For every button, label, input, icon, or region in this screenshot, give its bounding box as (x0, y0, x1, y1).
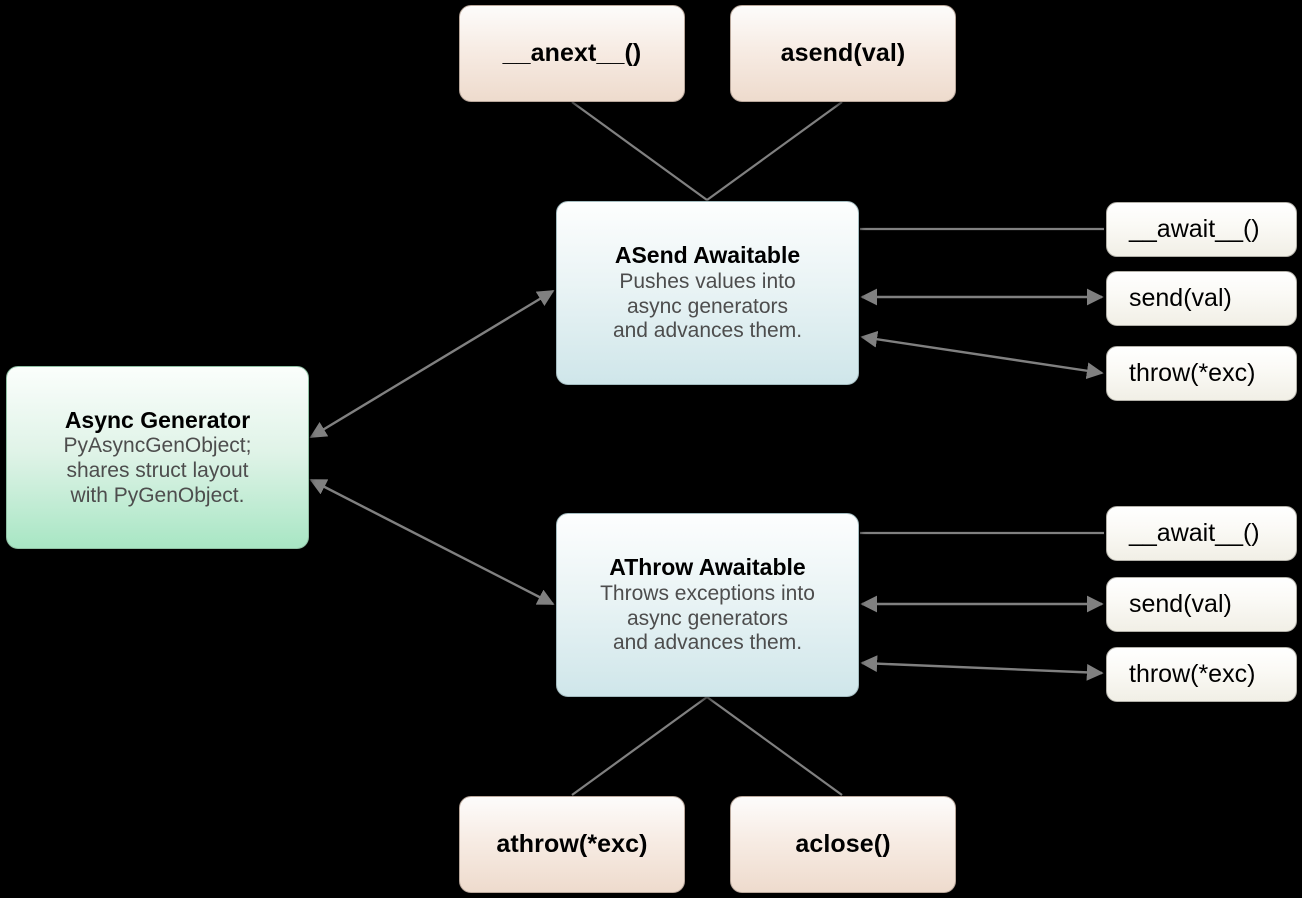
node-athrow-awaitable[interactable]: AThrow Awaitable Throws exceptions into … (556, 513, 859, 697)
node-description: Throws exceptions into async generators … (600, 581, 815, 655)
node-title: AThrow Awaitable (609, 554, 806, 581)
node-asend-slot-send[interactable]: send(val) (1106, 271, 1297, 326)
node-asend-slot-await[interactable]: __await__() (1106, 202, 1297, 257)
node-label: __await__() (1129, 519, 1260, 547)
node-label: send(val) (1129, 590, 1232, 618)
node-label: aclose() (795, 830, 891, 858)
node-asend-slot-throw[interactable]: throw(*exc) (1106, 346, 1297, 401)
edge-athrow-method-to-athrow (571, 696, 708, 796)
edge-anext-to-asend (571, 101, 708, 201)
node-asend-awaitable[interactable]: ASend Awaitable Pushes values into async… (556, 201, 859, 385)
node-label: send(val) (1129, 284, 1232, 312)
node-description: PyAsyncGenObject; shares struct layout w… (63, 434, 252, 507)
node-anext-method[interactable]: __anext__() (459, 5, 685, 102)
edge-athrow-throw (860, 655, 1104, 681)
edge-root-to-athrow (309, 478, 555, 606)
node-athrow-slot-throw[interactable]: throw(*exc) (1106, 647, 1297, 702)
edge-asend-method-to-asend (706, 101, 843, 201)
edge-asend-throw (860, 330, 1104, 380)
node-title: Async Generator (64, 406, 251, 433)
node-athrow-method[interactable]: athrow(*exc) (459, 796, 685, 893)
node-label: throw(*exc) (1129, 359, 1256, 387)
node-label: athrow(*exc) (496, 830, 648, 858)
node-label: asend(val) (780, 39, 906, 67)
node-title: ASend Awaitable (614, 242, 801, 269)
edge-aclose-to-athrow (706, 696, 843, 796)
node-aclose-method[interactable]: aclose() (730, 796, 956, 893)
node-async-generator[interactable]: Async Generator PyAsyncGenObject; shares… (6, 366, 309, 549)
edge-root-to-asend (309, 289, 555, 439)
node-athrow-slot-send[interactable]: send(val) (1106, 577, 1297, 632)
node-description: Pushes values into async generators and … (612, 269, 803, 343)
node-label: throw(*exc) (1129, 660, 1256, 688)
node-label: __await__() (1129, 215, 1260, 243)
node-asend-method[interactable]: asend(val) (730, 5, 956, 102)
node-label: __anext__() (502, 39, 642, 67)
node-athrow-slot-await[interactable]: __await__() (1106, 506, 1297, 561)
